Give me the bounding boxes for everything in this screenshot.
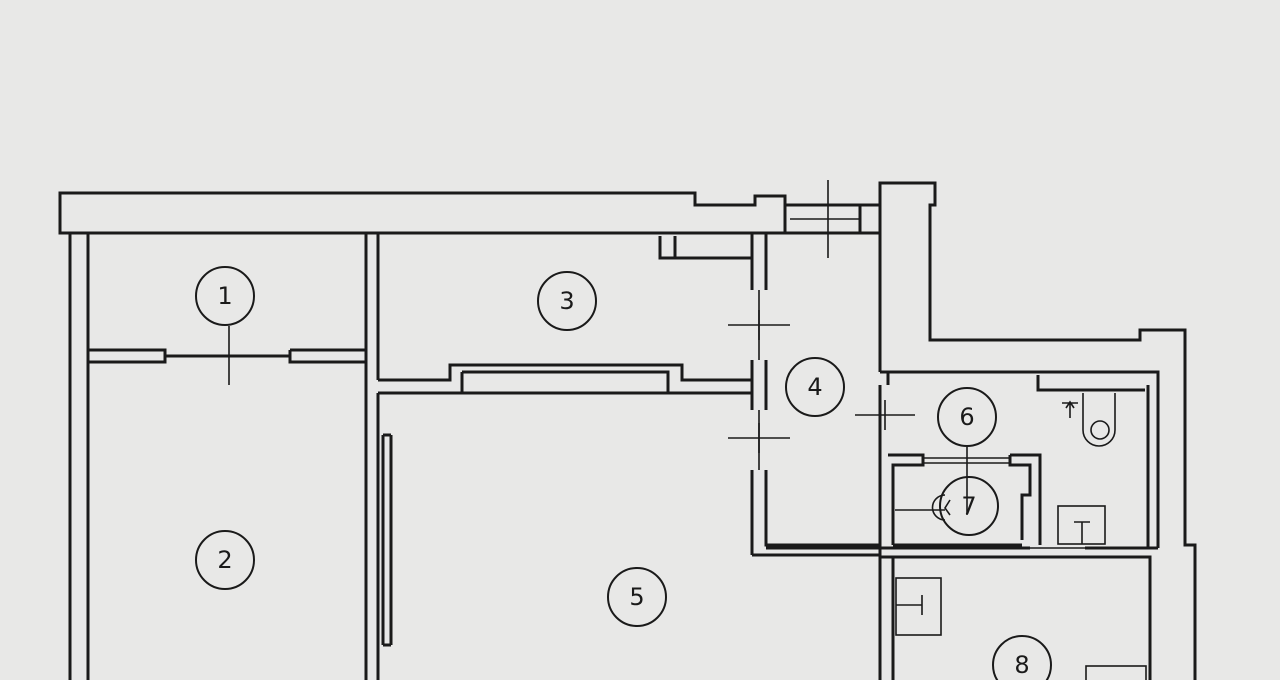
room-6-label: 6 xyxy=(959,403,974,431)
room-1-label: 1 xyxy=(217,282,232,310)
stove-icon xyxy=(895,577,942,636)
room-7-label: 7 xyxy=(961,492,976,520)
sink-icon xyxy=(1057,505,1106,545)
room-7-marker: 7 xyxy=(939,476,999,536)
room-5-marker: 5 xyxy=(607,567,667,627)
gas-meter-icon xyxy=(931,494,951,521)
room-5-label: 5 xyxy=(629,583,644,611)
room-6-marker: 6 xyxy=(937,387,997,447)
room-labels: 1 2 3 4 5 6 7 8 xyxy=(195,266,1052,680)
room-3-marker: 3 xyxy=(537,271,597,331)
room-4-marker: 4 xyxy=(785,357,845,417)
room-2-marker: 2 xyxy=(195,530,255,590)
room-3-label: 3 xyxy=(559,287,574,315)
leader-lines xyxy=(228,326,968,515)
drain-icon xyxy=(1062,400,1078,418)
room-4-label: 4 xyxy=(807,373,822,401)
toilet-icon xyxy=(1082,393,1116,447)
room-8-label: 8 xyxy=(1014,651,1029,679)
room-1-marker: 1 xyxy=(195,266,255,326)
fixtures xyxy=(228,326,1147,680)
room-2-label: 2 xyxy=(217,546,232,574)
sink-icon xyxy=(1085,665,1147,680)
room-8-marker: 8 xyxy=(992,635,1052,680)
walls xyxy=(58,180,1197,680)
